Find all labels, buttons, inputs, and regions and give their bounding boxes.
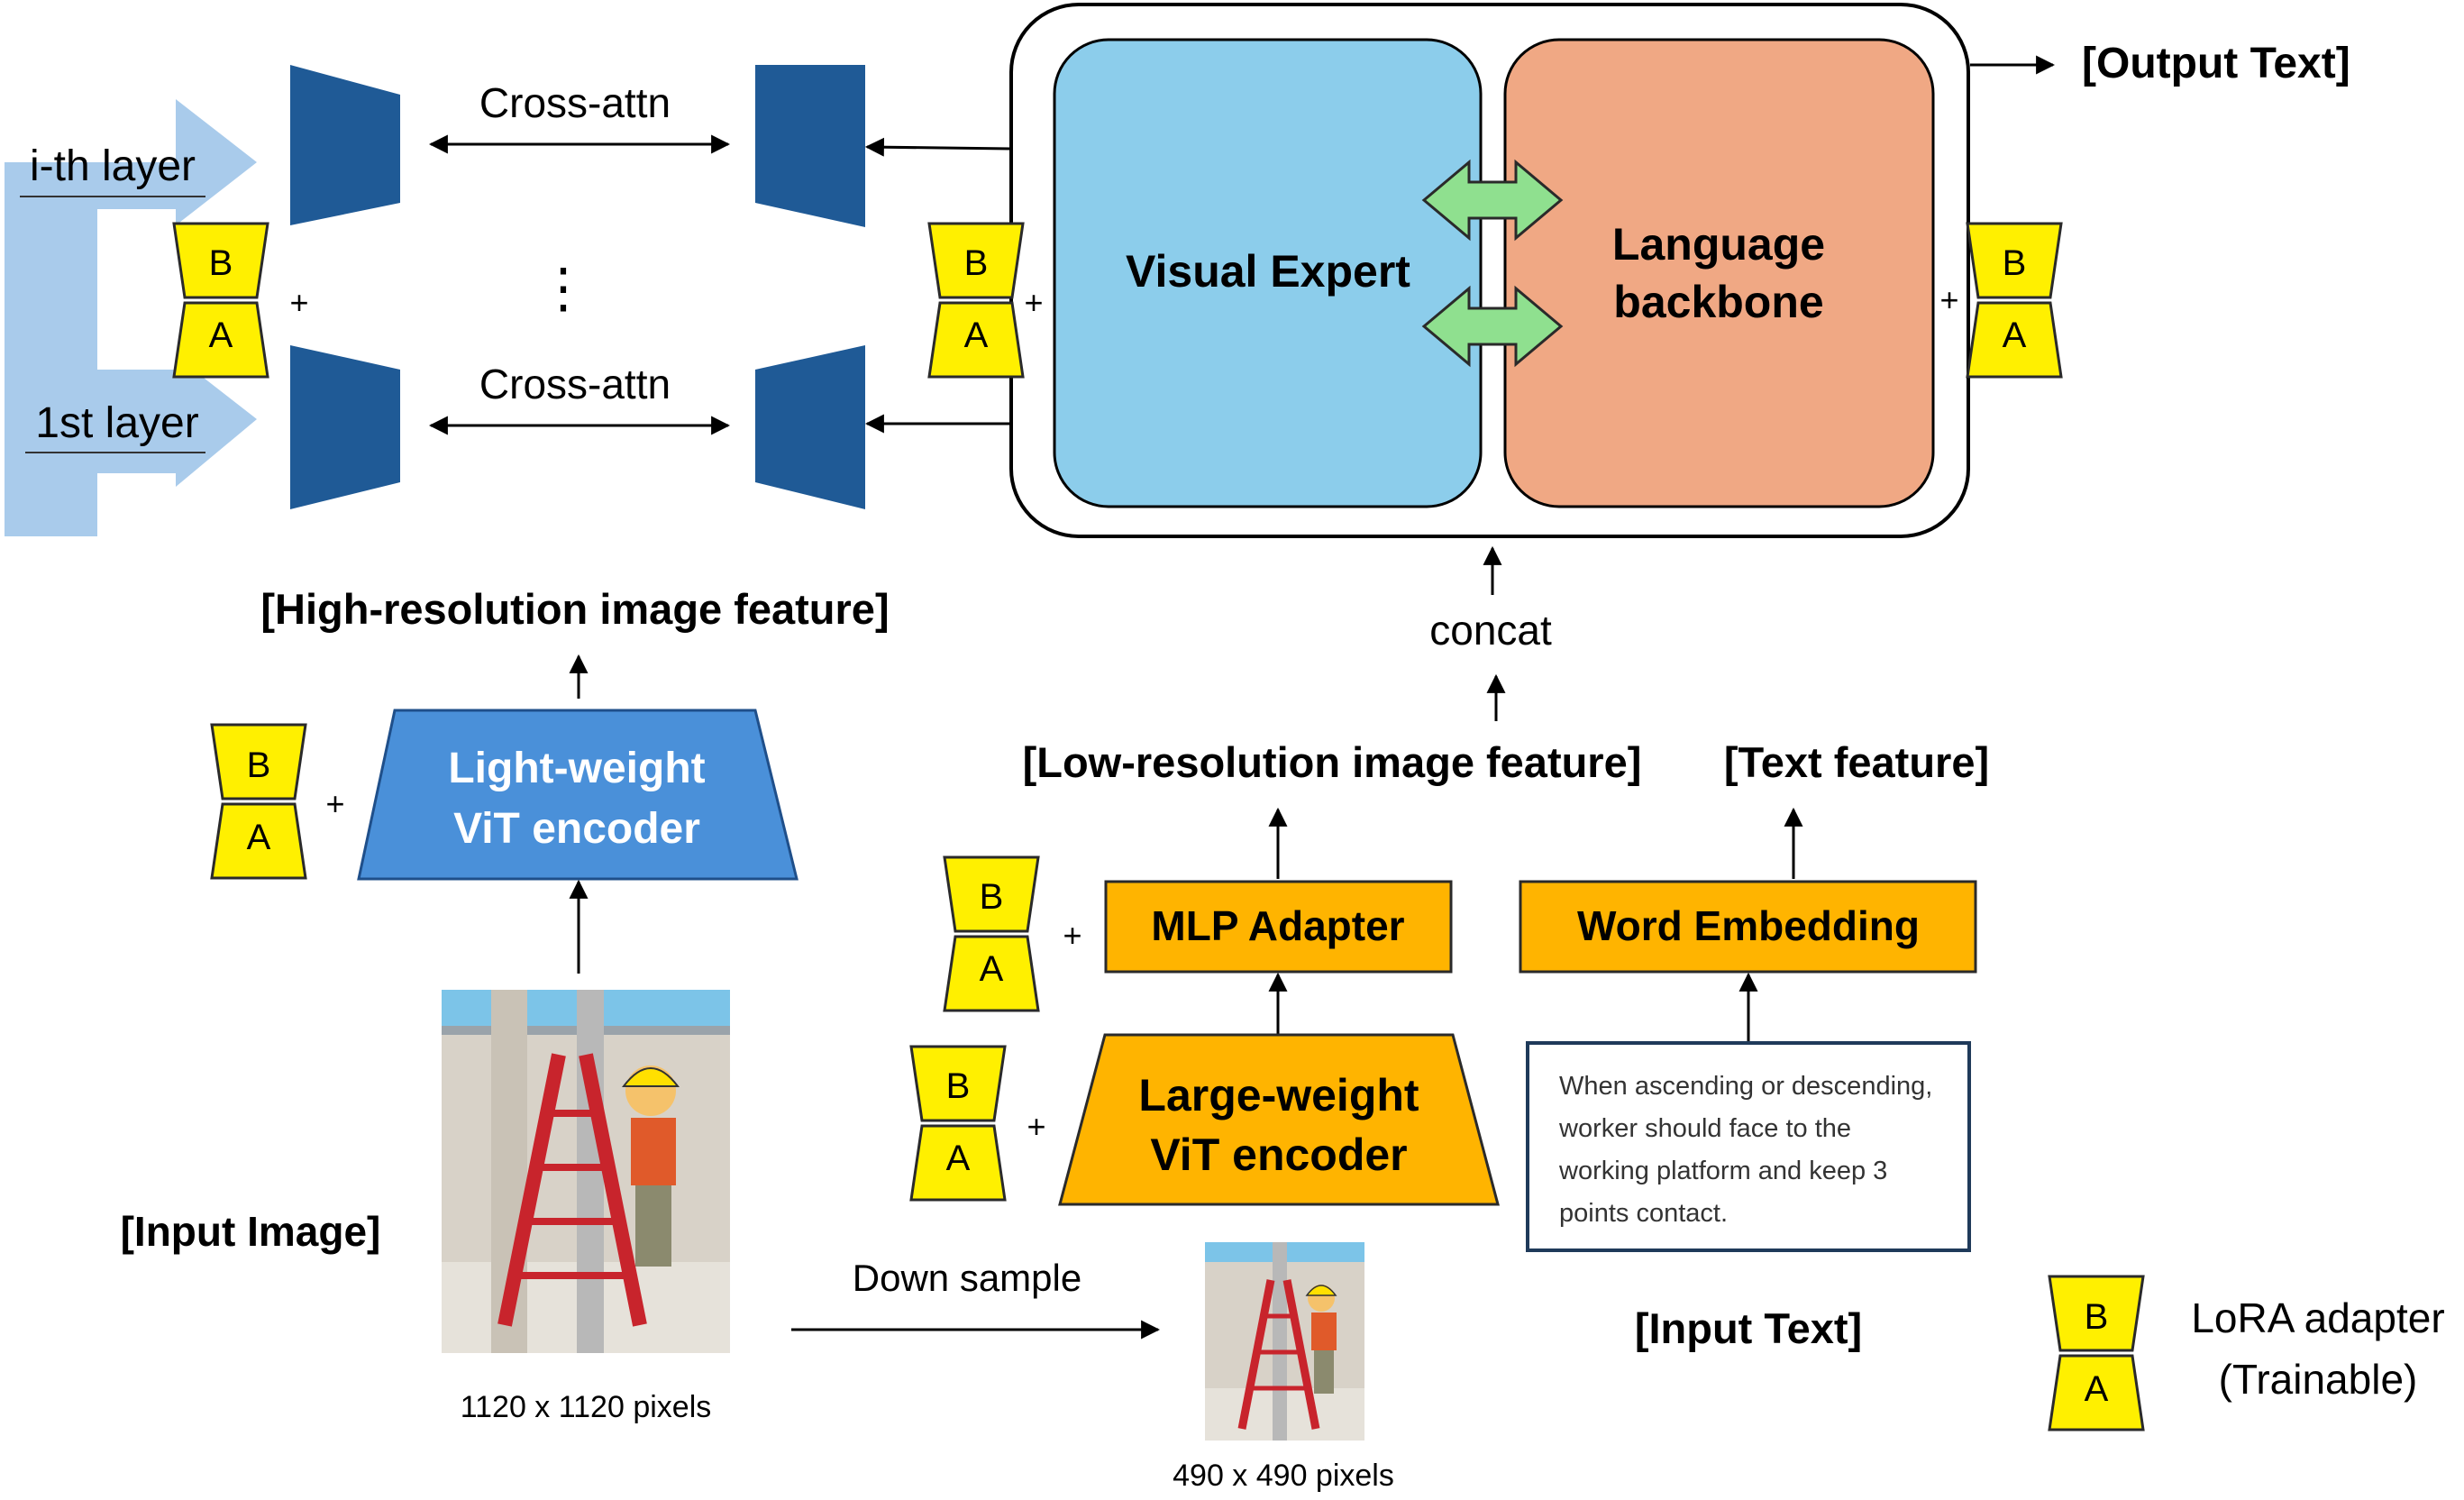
language-backbone-label-2: backbone bbox=[1613, 277, 1823, 327]
concat-label: concat bbox=[1429, 607, 1552, 654]
layer-arrows bbox=[5, 99, 257, 536]
lora-a-label: A bbox=[964, 316, 989, 355]
light-vit-label-2: ViT encoder bbox=[453, 805, 700, 853]
light-vit-label-1: Light-weight bbox=[448, 745, 705, 792]
cross-attn-top-label: Cross-attn bbox=[479, 79, 671, 126]
size-small-label: 490 x 490 pixels bbox=[1173, 1459, 1394, 1493]
cross-attn-bottom-label: Cross-attn bbox=[479, 361, 671, 407]
lora-plus: + bbox=[1024, 284, 1043, 321]
input-text-line-4: points contact. bbox=[1559, 1199, 1728, 1228]
ith-layer-label: i-th layer bbox=[30, 142, 196, 190]
language-backbone-label-1: Language bbox=[1612, 219, 1825, 270]
lora-a-label: A bbox=[980, 949, 1004, 989]
lora-plus: + bbox=[1063, 917, 1081, 954]
lora-plus: + bbox=[1939, 281, 1958, 318]
high-res-feature-label: [High-resolution image feature] bbox=[260, 585, 889, 633]
input-text-line-2: worker should face to the bbox=[1558, 1114, 1851, 1143]
lora-plus: + bbox=[325, 785, 344, 822]
visual-expert-label: Visual Expert bbox=[1126, 246, 1410, 297]
word-embedding-label: Word Embedding bbox=[1577, 902, 1920, 949]
input-image-small bbox=[1205, 1242, 1364, 1441]
input-text-line-3: working platform and keep 3 bbox=[1558, 1157, 1887, 1185]
language-backbone-block bbox=[1503, 38, 1935, 508]
input-image-large bbox=[442, 990, 730, 1353]
lora-b-label: B bbox=[980, 877, 1004, 917]
lora-b-label: B bbox=[2085, 1297, 2109, 1337]
cross-attn-right-bottom-block bbox=[755, 345, 865, 509]
low-res-feature-label: [Low-resolution image feature] bbox=[1023, 738, 1642, 786]
input-text-box bbox=[1526, 1041, 1971, 1252]
cross-attn-right-top-block bbox=[755, 65, 865, 227]
cross-attn-left-top-block bbox=[290, 65, 400, 225]
large-vit-label-1: Large-weight bbox=[1138, 1070, 1419, 1120]
lora-a-label: A bbox=[946, 1139, 971, 1178]
cross-attn-dots: ⋮ bbox=[536, 258, 590, 318]
first-layer-label: 1st layer bbox=[35, 399, 198, 447]
lora-plus: + bbox=[289, 284, 308, 321]
lora-a-label: A bbox=[2085, 1369, 2109, 1409]
word-embedding-block bbox=[1519, 880, 1977, 974]
down-sample-label: Down sample bbox=[853, 1257, 1081, 1299]
lora-a-label: A bbox=[2003, 316, 2027, 355]
input-image-label: [Input Image] bbox=[121, 1208, 381, 1255]
lora-b-label: B bbox=[2003, 243, 2027, 283]
lora-b-label: B bbox=[247, 745, 271, 785]
lora-b-label: B bbox=[946, 1066, 971, 1106]
lora-a-label: A bbox=[209, 316, 233, 355]
cross-attn-left-bottom-block bbox=[290, 345, 400, 509]
legend-subtitle: (Trainable) bbox=[2219, 1356, 2418, 1403]
mlp-adapter-label: MLP Adapter bbox=[1151, 902, 1404, 949]
size-large-label: 1120 x 1120 pixels bbox=[461, 1390, 712, 1424]
lora-a-label: A bbox=[247, 818, 271, 857]
bidirectional-arrow-top bbox=[1421, 159, 1564, 242]
lora-b-label: B bbox=[964, 243, 989, 283]
lora-plus: + bbox=[1027, 1108, 1045, 1145]
input-text-line-1: When ascending or descending, bbox=[1559, 1072, 1932, 1101]
bidirectional-arrow-bottom bbox=[1421, 285, 1564, 368]
output-text-label: [Output Text] bbox=[2082, 40, 2350, 87]
large-vit-label-2: ViT encoder bbox=[1150, 1130, 1407, 1180]
legend-title: LoRA adapter bbox=[2191, 1294, 2444, 1341]
text-feature-label: [Text feature] bbox=[1724, 738, 1989, 786]
lora-b-label: B bbox=[209, 243, 233, 283]
visual-expert-block bbox=[1053, 38, 1483, 508]
input-text-label: [Input Text] bbox=[1635, 1304, 1862, 1352]
light-weight-vit-encoder-block bbox=[357, 709, 799, 881]
mlp-adapter-block bbox=[1104, 880, 1453, 974]
large-weight-vit-encoder-block bbox=[1058, 1033, 1500, 1206]
